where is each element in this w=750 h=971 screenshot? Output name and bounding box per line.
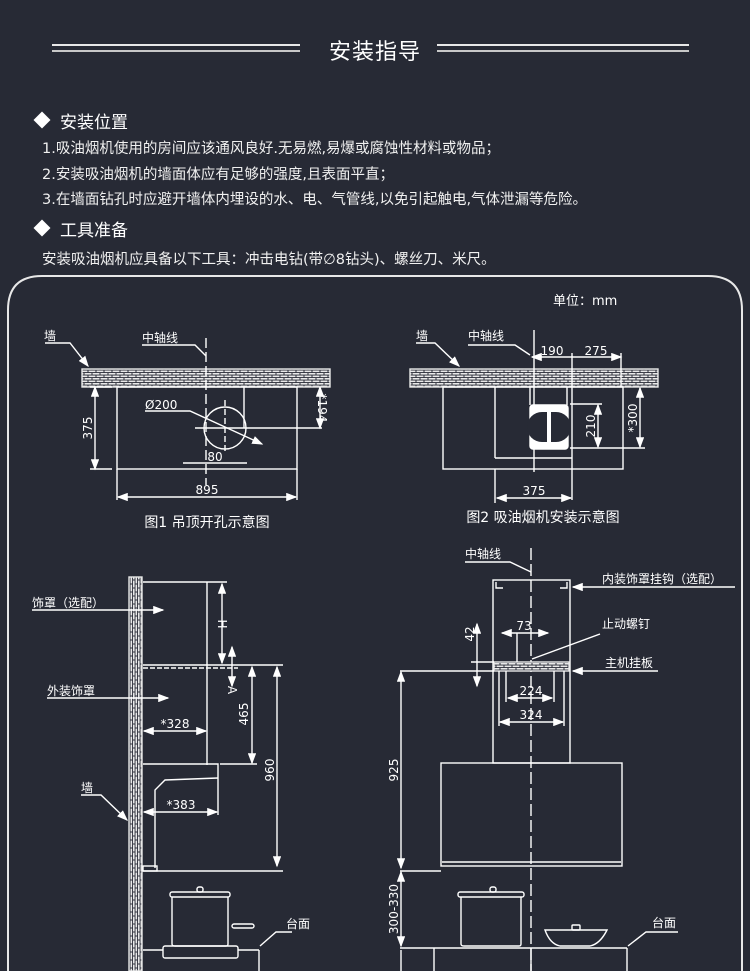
fig4-inner-hook-label: 内装饰罩挂钩（选配） [602,572,722,586]
fig2-plate-height-label: 210 [584,415,598,438]
fig3-outer-cover-label: 外装饰罩 [47,684,95,698]
fig3-h-label: H [215,619,229,628]
section-heading-location: 安装位置 [30,108,128,133]
fig1-diameter-label: Ø200 [145,398,177,412]
section-heading-tools: 工具准备 [30,216,128,241]
fig1-center-offset-label: 80 [207,450,222,464]
fig4-300-330-label: 300-330 [387,884,401,934]
fig4-stop-screw-label: 止动螺钉 [602,617,650,631]
fig1-diameter-leader [145,410,264,445]
title-rule-left-2 [52,50,300,52]
section-heading-text: 工具准备 [60,221,128,241]
fig4-axis-label: 中轴线 [465,546,501,561]
fig3-wall [128,576,143,971]
fig2-wall-label: 墙 [416,329,428,343]
title-rule-right-2 [437,50,689,52]
fig1-offset-label: *194 [315,394,329,423]
location-line-3: 3.在墙面钻孔时应避开墙体内埋设的水、电、气管线,以免引起触电,气体泄漏等危险。 [42,192,588,208]
fig3-465-label: 465 [237,703,251,726]
fig1-wall-leader [45,342,89,368]
fig1-axis-leader [142,344,207,357]
figure4-drawing [396,548,735,971]
tools-line: 安装吸油烟机应具备以下工具：冲击电钻(带∅8钻头)、螺丝刀、米尺。 [42,252,496,268]
fig3-wall-label: 墙 [81,781,93,795]
page-title: 安装指导 [328,40,421,65]
fig4-countertop-label: 台面 [652,915,676,930]
fig3-countertop-label: 台面 [286,916,310,931]
fig2-right-label: 275 [585,344,608,358]
fig4-925-label: 925 [387,759,401,782]
fig3-328-label: *328 [161,717,190,731]
location-line-2: 2.安装吸油烟机的墙面体应有足够的强度,且表面平直； [42,167,394,183]
fig1-width-label: 895 [196,483,219,497]
fig2-axis-label: 中轴线 [468,328,504,343]
fig1-caption: 图1 吊顶开孔示意图 [144,514,269,531]
fig4-hanging-plate [493,661,570,672]
location-line-1: 1.吸油烟机使用的房间应该通风良好.无易燃,易爆或腐蚀性材料或物品； [42,141,501,157]
fig1-wall-label: 墙 [44,329,56,343]
fig2-left-label: 190 [541,344,564,358]
unit-label: 单位：mm [553,294,617,309]
title-rule-right [437,44,689,46]
figure2-drawing [409,330,659,503]
figure3-drawing [32,576,292,971]
fig3-pot-lid [169,891,231,898]
fig4-bowl [544,929,609,947]
fig4-324-label: 324 [520,708,543,722]
fig2-width-label: 375 [523,484,546,498]
title-rule-left [52,44,300,46]
fig3-383-label: *383 [167,798,196,812]
fig2-caption: 图2 吸油烟机安装示意图 [466,509,619,526]
fig4-hood-body [440,762,623,867]
figure1-drawing [45,338,331,502]
fig1-depth-label: 375 [81,417,95,440]
fig2-depth-label: *300 [626,404,640,433]
diagram-frame [7,275,743,971]
fig4-73-label: 73 [516,619,531,633]
fig4-42-label: 42 [463,626,477,641]
fig3-960-label: 960 [263,759,277,782]
fig3-a-label: A [225,686,239,695]
fig4-hanging-plate-label: 主机挂板 [605,656,653,670]
section-heading-text: 安装位置 [60,113,128,133]
fig3-cover-optional-label: 饰罩（选配） [32,596,104,610]
fig1-axis-label: 中轴线 [142,330,178,345]
fig4-224-label: 224 [520,684,543,698]
